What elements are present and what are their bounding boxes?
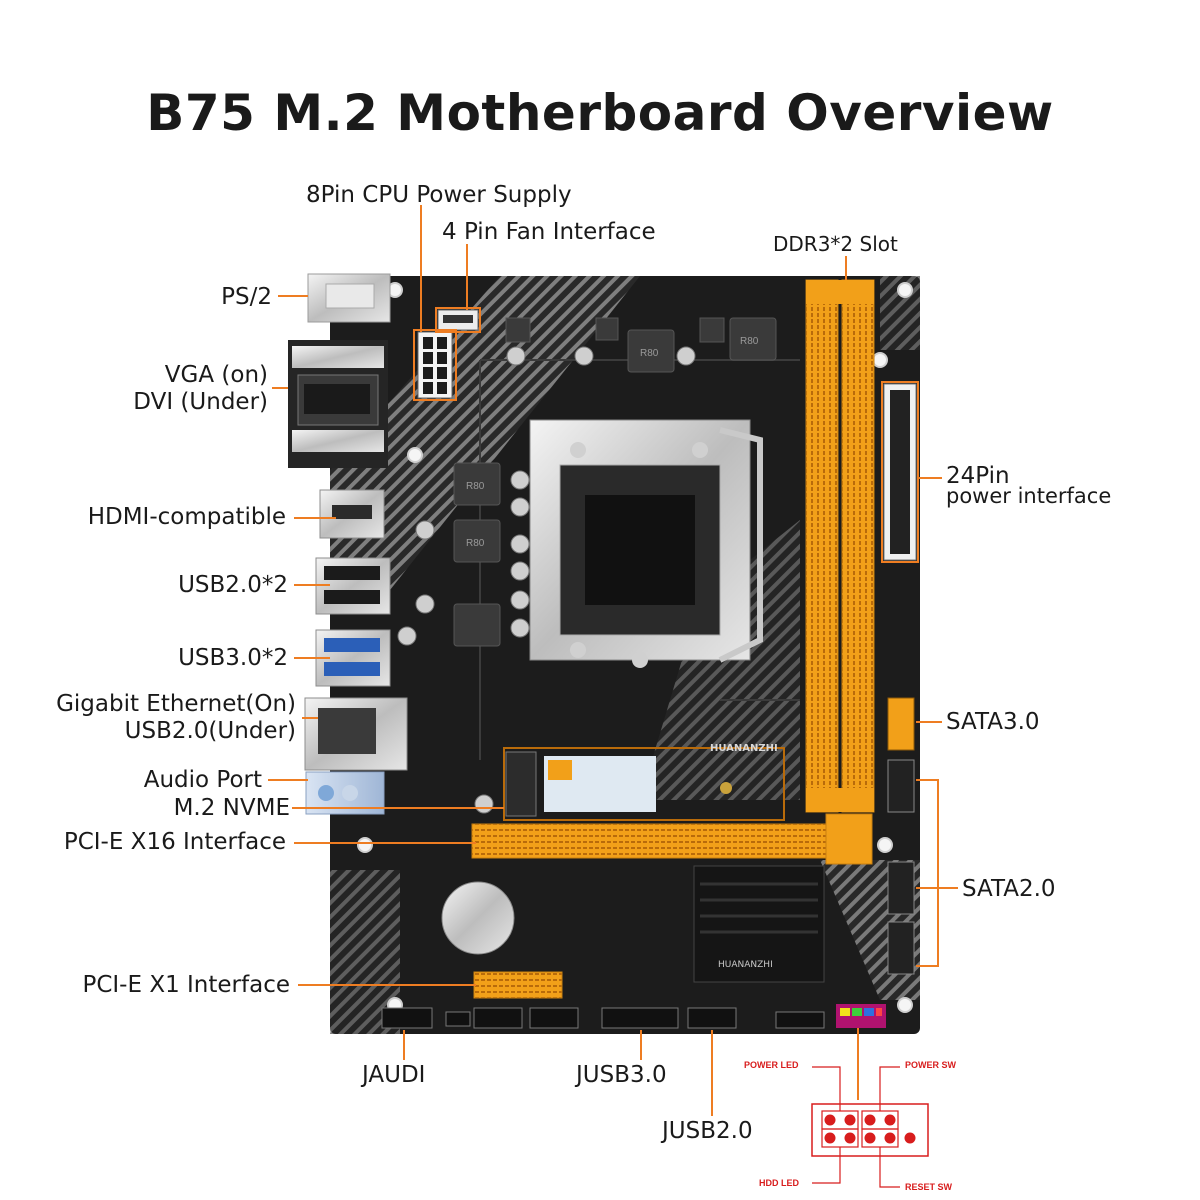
label-pcie-x16: PCI-E X16 Interface — [63, 829, 286, 855]
board-brand-mark: HUANANZHI — [710, 743, 778, 754]
label-jusb3: JUSB3.0 — [576, 1062, 667, 1088]
vrm — [453, 317, 777, 647]
svg-text:R80: R80 — [466, 538, 485, 549]
cpu-8pin-connector — [417, 331, 453, 399]
label-hdmi: HDMI-compatible — [87, 504, 286, 530]
heatsink-brand-mark: HUANANZHI — [718, 960, 773, 970]
pcie-x16-slot — [471, 813, 873, 865]
cmos-battery — [441, 881, 515, 955]
label-vga: VGA (on) — [164, 362, 268, 388]
label-24pin: 24Pin — [946, 463, 1010, 489]
svg-text:R80: R80 — [740, 336, 759, 347]
label-fan-interface: 4 Pin Fan Interface — [442, 219, 656, 245]
label-usb30: USB3.0*2 — [178, 645, 288, 671]
cpu-socket — [529, 419, 763, 668]
leader-lines — [268, 205, 958, 1116]
bottom-headers — [381, 1007, 825, 1029]
label-ps2: PS/2 — [221, 284, 272, 310]
sata-ports — [887, 697, 915, 751]
m2-slot — [503, 747, 785, 821]
rear-io — [288, 273, 408, 815]
svg-text:R80: R80 — [640, 348, 659, 359]
label-hdd-led: HDD LED — [759, 1178, 799, 1188]
label-power-sw: POWER SW — [905, 1060, 956, 1070]
label-usb20: USB2.0*2 — [178, 572, 288, 598]
front-panel-header — [836, 1004, 886, 1028]
label-power-led: POWER LED — [744, 1060, 799, 1070]
chipset-heatsink — [693, 865, 825, 983]
label-jaudi: JAUDI — [362, 1062, 426, 1088]
pcie-x1-slot — [473, 971, 563, 999]
label-dvi: DVI (Under) — [133, 389, 268, 415]
label-audio-port: Audio Port — [143, 767, 262, 793]
svg-text:R80: R80 — [466, 481, 485, 492]
page-title: B75 M.2 Motherboard Overview — [146, 84, 1054, 142]
label-m2-nvme: M.2 NVME — [173, 795, 290, 821]
label-usb20-under: USB2.0(Under) — [124, 718, 296, 744]
label-cpu-power: 8Pin CPU Power Supply — [306, 182, 572, 208]
fan-header — [437, 309, 479, 331]
label-reset-sw: RESET SW — [905, 1182, 953, 1192]
label-jusb2: JUSB2.0 — [662, 1118, 753, 1144]
label-ethernet: Gigabit Ethernet(On) — [56, 691, 296, 717]
front-panel-diagram — [811, 1066, 929, 1188]
label-sata2: SATA2.0 — [962, 876, 1056, 902]
label-pcie-x1: PCI-E X1 Interface — [82, 972, 290, 998]
label-power-interface: power interface — [946, 484, 1112, 508]
label-sata3: SATA3.0 — [946, 709, 1040, 735]
ddr3-slots — [805, 279, 875, 813]
label-ddr3-slot: DDR3*2 Slot — [773, 232, 898, 256]
atx-24pin — [883, 383, 917, 561]
